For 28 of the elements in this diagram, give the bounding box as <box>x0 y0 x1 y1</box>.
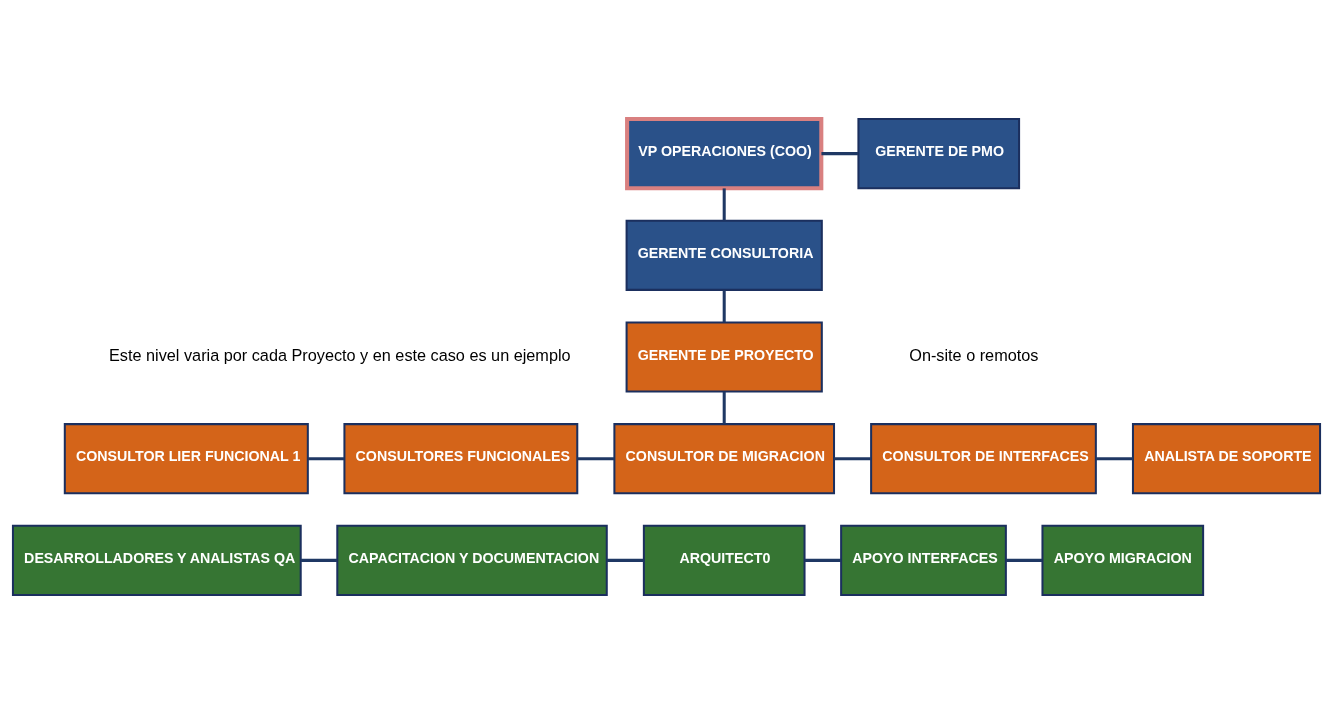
node-box: APOYO INTERFACES <box>840 524 1007 596</box>
connector <box>804 558 841 562</box>
connector <box>308 456 345 460</box>
connector <box>1096 456 1133 460</box>
connector <box>607 558 644 562</box>
node-box: ANALISTA DE SOPORTE <box>1131 422 1322 494</box>
node-box: CONSULTOR DE MIGRACION <box>613 422 836 494</box>
node-box: CONSULTORES FUNCIONALES <box>343 422 579 494</box>
connector <box>300 558 337 562</box>
node-box: CAPACITACION Y DOCUMENTACION <box>336 524 608 596</box>
connector <box>821 151 859 155</box>
node-box: GERENTE DE PMO <box>857 117 1021 189</box>
node-box: APOYO MIGRACION <box>1041 524 1205 596</box>
node-box: ARQUITECT0 <box>642 524 806 596</box>
label: On-site o remotos <box>909 345 1039 364</box>
connector <box>834 456 871 460</box>
connector <box>1006 558 1043 562</box>
connector <box>722 391 726 424</box>
node-box: GERENTE CONSULTORIA <box>625 219 823 291</box>
connector <box>722 289 726 322</box>
node-box: DESARROLLADORES Y ANALISTAS QA <box>11 524 302 596</box>
connector <box>577 456 615 460</box>
node-box: VP OPERACIONES (COO) <box>625 116 824 190</box>
node-box: GERENTE DE PROYECTO <box>625 320 823 393</box>
label: Este nivel varia por cada Proyecto y en este caso es un ejemplo <box>109 345 571 364</box>
node-box: CONSULTOR LIER FUNCIONAL 1 <box>63 422 309 494</box>
node-box: CONSULTOR DE INTERFACES <box>870 422 1097 494</box>
connector <box>722 187 726 221</box>
